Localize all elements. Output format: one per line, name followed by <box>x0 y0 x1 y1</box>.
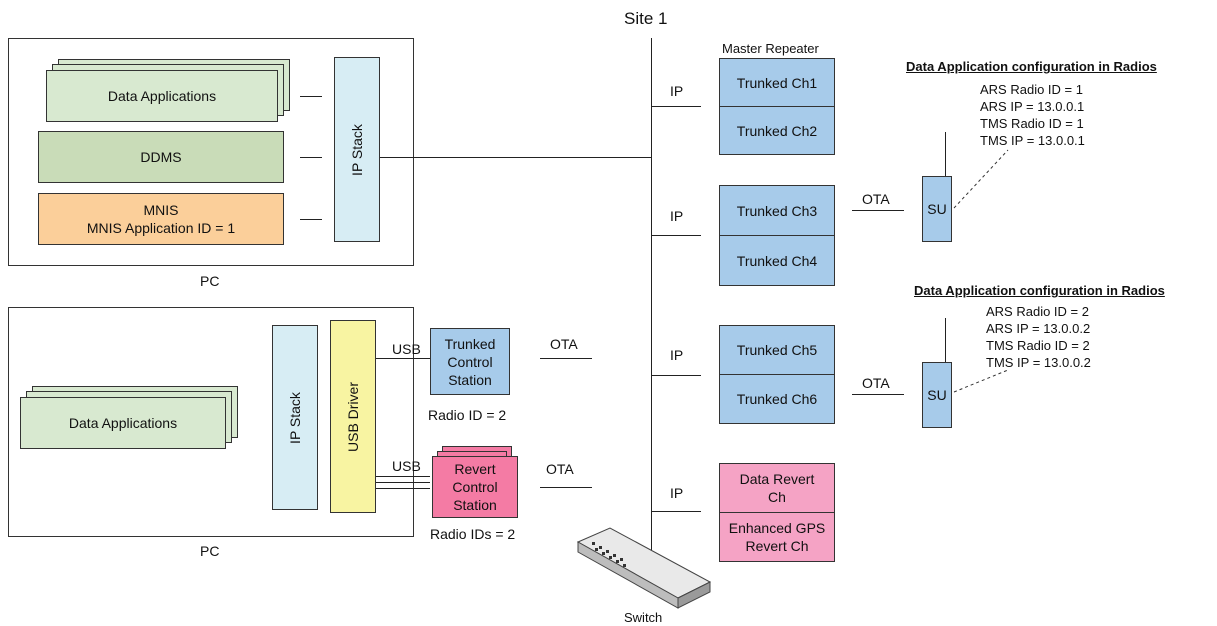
backbone-vertical <box>651 38 652 550</box>
trunked-ch6[interactable]: Trunked Ch6 <box>719 374 835 424</box>
ota-label-su1: OTA <box>862 191 890 207</box>
config1-line-3: TMS Radio ID = 1 <box>980 116 1084 131</box>
master-repeater-label: Master Repeater <box>722 41 819 56</box>
switch-label: Switch <box>624 610 663 625</box>
config2-line-2: ARS IP = 13.0.0.2 <box>986 321 1091 336</box>
usb-label-trunked: USB <box>392 341 421 357</box>
pc1-to-backbone <box>380 157 652 158</box>
su1-antenna <box>945 132 946 176</box>
revert-control-station[interactable]: Revert Control Station <box>432 456 518 518</box>
config2-title: Data Application configuration in Radios <box>914 283 1165 298</box>
ip-label-3: IP <box>670 347 684 363</box>
ota-label-su2: OTA <box>862 375 890 391</box>
switch-ports <box>592 542 626 567</box>
switch-port <box>592 542 595 545</box>
config1-line-1: ARS Radio ID = 1 <box>980 82 1083 97</box>
pc1-label: PC <box>200 273 220 289</box>
pc2-data-applications[interactable]: Data Applications <box>20 397 226 449</box>
callout-line-su1 <box>953 149 1009 209</box>
ip-label-4: IP <box>670 485 684 501</box>
trunked-ch4[interactable]: Trunked Ch4 <box>719 235 835 286</box>
site-title: Site 1 <box>624 9 668 28</box>
config2-line-4: TMS IP = 13.0.0.2 <box>986 355 1091 370</box>
switch-side <box>677 581 711 609</box>
switch-port <box>599 546 602 549</box>
ota-label-revert-station: OTA <box>546 461 574 477</box>
switch-port <box>616 560 619 563</box>
ota-link-su2 <box>852 394 904 395</box>
config1-line-4: TMS IP = 13.0.0.1 <box>980 133 1085 148</box>
config1-line-2: ARS IP = 13.0.0.1 <box>980 99 1085 114</box>
ip-label-1: IP <box>670 83 684 99</box>
revert-radio-ids: Radio IDs = 2 <box>430 526 516 542</box>
pc2-ip-stack[interactable]: IP Stack <box>272 325 318 510</box>
usb-link-revert-1 <box>376 476 430 477</box>
network-switch[interactable] <box>570 520 715 610</box>
pc1-mnis[interactable]: MNIS MNIS Application ID = 1 <box>38 193 284 245</box>
ip-branch-1 <box>651 106 701 107</box>
trunked-ch5[interactable]: Trunked Ch5 <box>719 325 835 375</box>
usb-link-revert-3 <box>376 488 430 489</box>
trunked-ch2[interactable]: Trunked Ch2 <box>719 106 835 155</box>
pc1-mnis-stub <box>300 219 322 220</box>
config2-line-1: ARS Radio ID = 2 <box>986 304 1089 319</box>
pc2-label: PC <box>200 543 220 559</box>
ota-link-su1 <box>852 210 904 211</box>
ip-branch-3 <box>651 375 701 376</box>
ip-branch-4 <box>651 511 701 512</box>
pc1-ddms[interactable]: DDMS <box>38 131 284 183</box>
trunked-ch3[interactable]: Trunked Ch3 <box>719 185 835 236</box>
ota-stub-revert <box>540 487 592 488</box>
pc1-app-stub <box>300 96 322 97</box>
switch-port <box>602 552 605 555</box>
switch-port <box>623 564 626 567</box>
switch-port <box>613 554 616 557</box>
pc1-data-applications[interactable]: Data Applications <box>46 70 278 122</box>
ota-stub-trunked <box>540 358 592 359</box>
su2-radio[interactable]: SU <box>922 362 952 428</box>
pc2-usb-driver[interactable]: USB Driver <box>330 320 376 513</box>
switch-port <box>595 548 598 551</box>
usb-label-revert: USB <box>392 458 421 474</box>
ip-branch-2 <box>651 235 701 236</box>
ota-label-trunked-station: OTA <box>550 336 578 352</box>
trunked-radio-id: Radio ID = 2 <box>428 407 507 423</box>
usb-link-trunked <box>376 358 430 359</box>
switch-port <box>620 558 623 561</box>
callout-line-su2 <box>953 369 1009 393</box>
pc1-ip-stack[interactable]: IP Stack <box>334 57 380 242</box>
enhanced-gps-revert-ch[interactable]: Enhanced GPS Revert Ch <box>719 512 835 562</box>
trunked-control-station[interactable]: Trunked Control Station <box>430 328 510 395</box>
su2-antenna <box>945 318 946 362</box>
config2-line-3: TMS Radio ID = 2 <box>986 338 1090 353</box>
pc1-ddms-stub <box>300 157 322 158</box>
config1-title: Data Application configuration in Radios <box>906 59 1157 74</box>
usb-link-revert-2 <box>376 482 430 483</box>
switch-port <box>606 550 609 553</box>
ip-label-2: IP <box>670 208 684 224</box>
switch-port <box>609 556 612 559</box>
su1-radio[interactable]: SU <box>922 176 952 242</box>
